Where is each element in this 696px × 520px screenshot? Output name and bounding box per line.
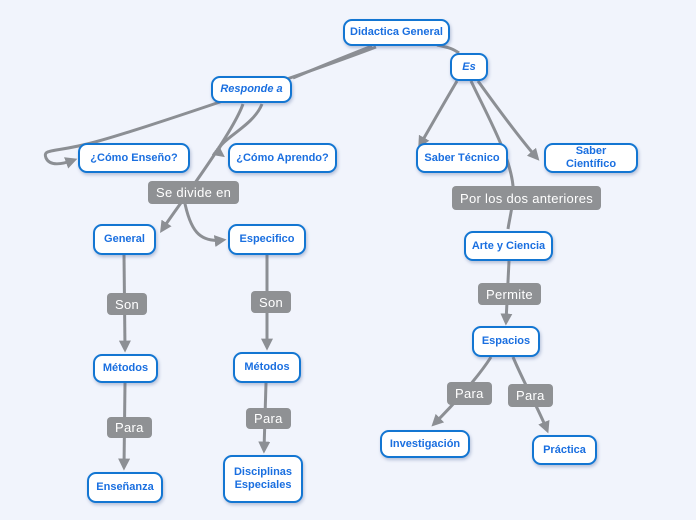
linking-label-son-general[interactable]: Son [107, 293, 148, 315]
node-como-aprendo[interactable]: ¿Cómo Aprendo? [228, 143, 337, 173]
node-disciplinas-especiales[interactable]: Disciplinas Especiales [223, 455, 303, 503]
node-metodos-especifico[interactable]: Métodos [233, 352, 301, 383]
node-es[interactable]: Es [450, 53, 488, 81]
linking-label-son-especifico[interactable]: Son [251, 291, 292, 313]
node-general[interactable]: General [93, 224, 156, 255]
linking-label-permite[interactable]: Permite [478, 283, 541, 305]
node-didactica-general[interactable]: Didactica General [343, 19, 450, 46]
node-arte-y-ciencia[interactable]: Arte y Ciencia [464, 231, 553, 261]
linking-label-para-investigacion[interactable]: Para [447, 382, 492, 405]
node-investigacion[interactable]: Investigación [380, 430, 470, 458]
linking-label-se-divide-en[interactable]: Se divide en [148, 181, 240, 204]
node-saber-tecnico[interactable]: Saber Técnico [416, 143, 508, 173]
node-practica[interactable]: Práctica [532, 435, 597, 465]
node-como-enseno[interactable]: ¿Cómo Enseño? [78, 143, 190, 173]
connector-responde-to-general [160, 103, 245, 234]
node-responde-a[interactable]: Responde a [211, 76, 292, 103]
linking-label-para-disciplinas[interactable]: Para [246, 408, 291, 429]
linking-label-para-ensenanza[interactable]: Para [107, 417, 152, 438]
connector-didactica-to-es [436, 43, 460, 55]
connector-sedivide-to-especifico [182, 198, 227, 247]
linking-label-por-los-dos-anteriores[interactable]: Por los dos anteriores [452, 186, 602, 210]
node-ensenanza[interactable]: Enseñanza [87, 472, 163, 503]
node-especifico[interactable]: Especifico [228, 224, 306, 255]
node-saber-cientifico[interactable]: Saber Científico [544, 143, 638, 173]
node-metodos-general[interactable]: Métodos [93, 354, 158, 383]
connector-es-to-saber-tecnico [418, 80, 459, 149]
node-espacios[interactable]: Espacios [472, 326, 540, 357]
connector-es-to-saber-cientifico [476, 80, 540, 161]
linking-label-para-practica[interactable]: Para [508, 384, 553, 407]
connector-responde-to-como-aprendo [211, 103, 264, 158]
